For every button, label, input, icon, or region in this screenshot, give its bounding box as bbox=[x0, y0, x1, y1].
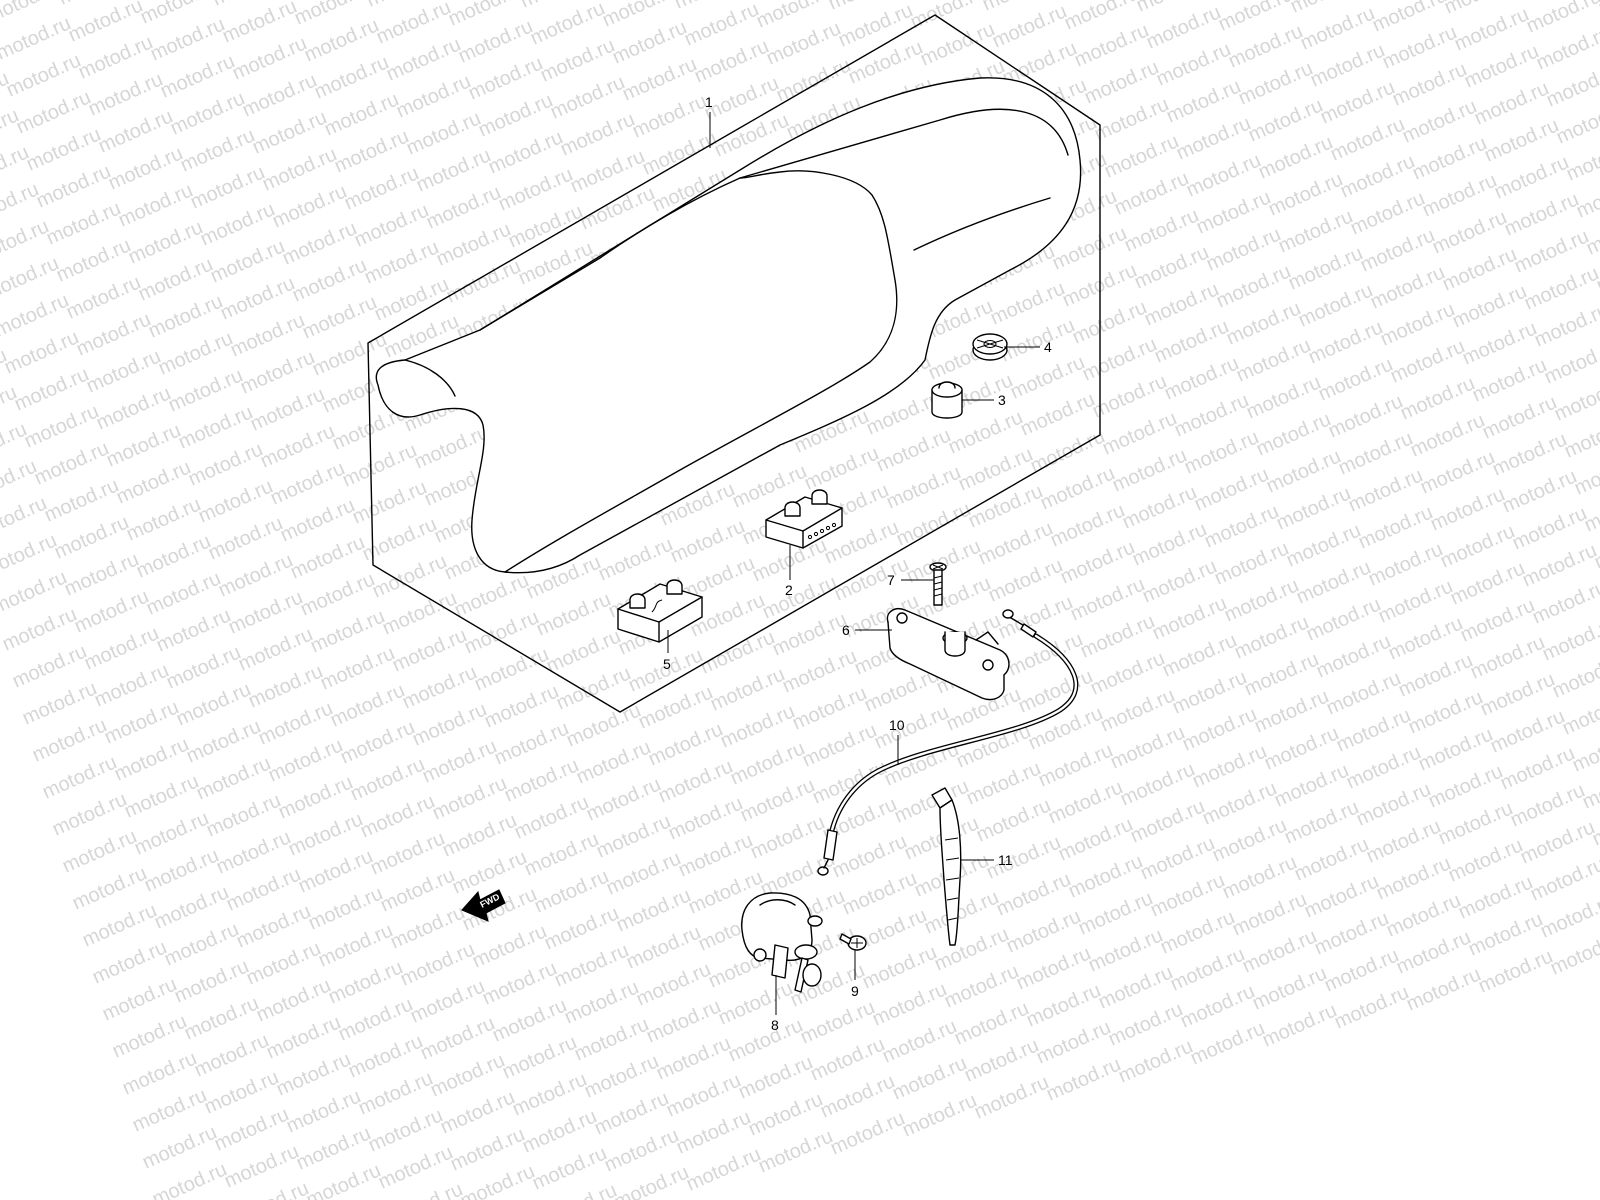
screw-part-9[interactable] bbox=[839, 933, 867, 951]
callout-1: 1 bbox=[705, 94, 713, 110]
seat-part-1[interactable] bbox=[375, 77, 1082, 574]
latch-plate-part-6[interactable] bbox=[886, 608, 1010, 701]
callout-leaders bbox=[667, 112, 1040, 1015]
watermark-text: motod.ru bbox=[1595, 0, 1600, 20]
callout-8: 8 bbox=[771, 1017, 779, 1033]
callout-6: 6 bbox=[842, 622, 850, 638]
seat-lock-part-8[interactable] bbox=[741, 892, 823, 993]
callout-9: 9 bbox=[851, 983, 859, 999]
cushion-part-5[interactable] bbox=[617, 579, 703, 643]
cable-tie-part-11[interactable] bbox=[931, 787, 962, 946]
callout-3: 3 bbox=[998, 392, 1006, 408]
callout-11: 11 bbox=[998, 852, 1013, 868]
callout-7: 7 bbox=[887, 572, 895, 588]
cable-part-10[interactable] bbox=[817, 609, 1079, 876]
callout-5: 5 bbox=[663, 656, 671, 672]
cushion-part-2[interactable] bbox=[765, 489, 843, 549]
callout-10: 10 bbox=[889, 717, 905, 733]
grommet-part-4[interactable] bbox=[972, 333, 1008, 361]
callout-2: 2 bbox=[785, 582, 793, 598]
callout-4: 4 bbox=[1044, 339, 1052, 355]
bolt-part-7[interactable] bbox=[929, 562, 947, 606]
seat-group-outline bbox=[367, 14, 1101, 713]
callout-numbers: 1 2 3 4 5 6 7 8 9 10 11 bbox=[663, 94, 1052, 1033]
cushion-part-3[interactable] bbox=[931, 381, 963, 419]
